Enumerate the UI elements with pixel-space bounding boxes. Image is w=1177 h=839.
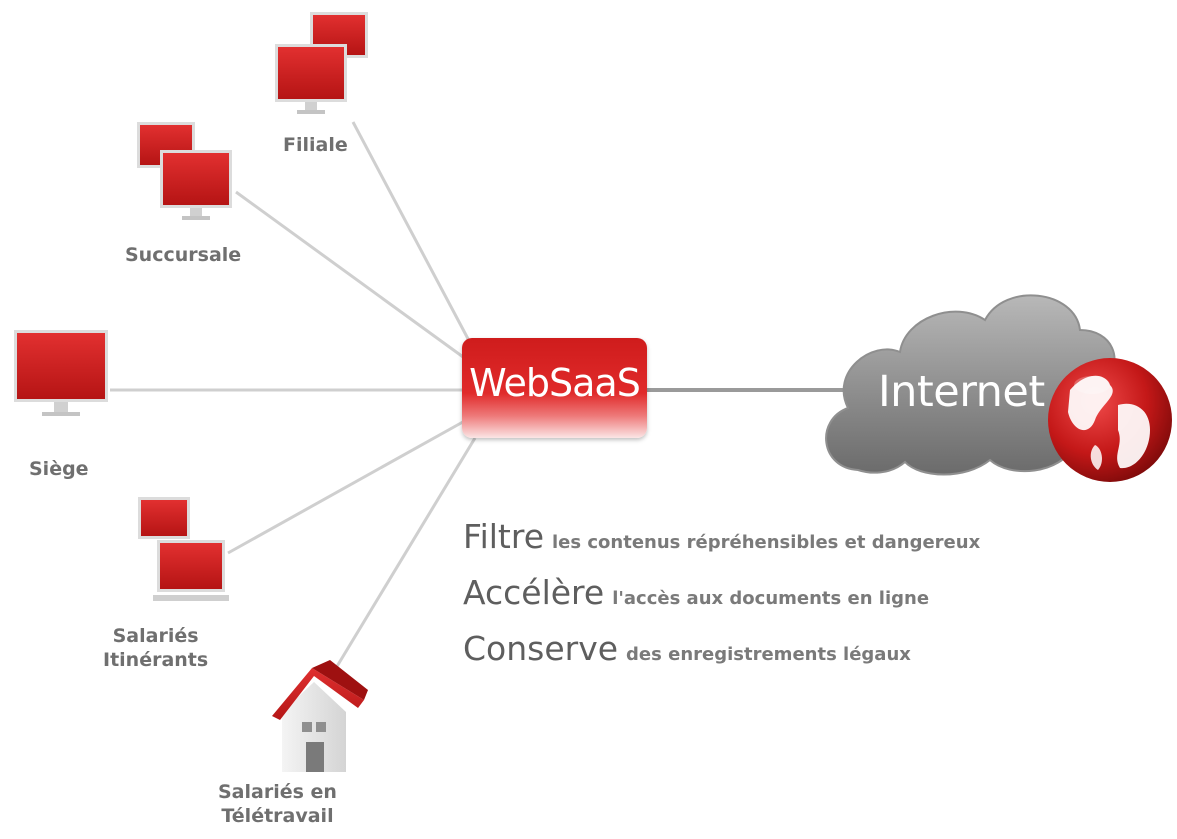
- link-succursale: [235, 190, 471, 364]
- link-salaries-teletravail: [334, 437, 477, 669]
- feature-description: des enregistrements légaux: [626, 644, 911, 665]
- feature-item: Accélère l'accès aux documents en ligne: [463, 571, 980, 621]
- internet-label: Internet: [878, 367, 1045, 417]
- feature-item: Conserve des enregistrements légaux: [463, 627, 980, 677]
- house-icon: [272, 660, 368, 772]
- connection-lines: [110, 121, 860, 669]
- feature-verb: Filtre: [463, 517, 545, 556]
- node-label-succursale: Succursale: [125, 244, 242, 266]
- node-label-siege: Siège: [29, 458, 89, 480]
- node-label-filiale: Filiale: [283, 134, 348, 156]
- feature-verb: Conserve: [463, 629, 619, 668]
- websaas-hub: WebSaaS: [462, 338, 647, 438]
- feature-item: Filtre les contenus répréhensibles et dan…: [463, 515, 980, 565]
- link-salaries-itinerants: [227, 416, 471, 555]
- monitor-pair-icon: [137, 122, 232, 220]
- feature-list: Filtre les contenus répréhensibles et dan…: [463, 515, 980, 683]
- node-label-salaries-itinerants: Salariés Itinérants: [103, 625, 209, 671]
- node-label-salaries-teletravail: Salariés en Télétravail: [218, 781, 337, 827]
- monitor-pair-icon: [138, 497, 229, 601]
- link-filiale: [351, 121, 477, 353]
- monitor-icon: [14, 330, 108, 416]
- globe-icon: [1048, 358, 1172, 482]
- feature-verb: Accélère: [463, 573, 605, 612]
- feature-description: les contenus répréhensibles et dangereux: [552, 532, 981, 553]
- feature-description: l'accès aux documents en ligne: [612, 588, 930, 609]
- hub-label: WebSaaS: [469, 361, 641, 405]
- cloud-icon: [825, 294, 1116, 476]
- monitor-pair-icon: [275, 12, 368, 114]
